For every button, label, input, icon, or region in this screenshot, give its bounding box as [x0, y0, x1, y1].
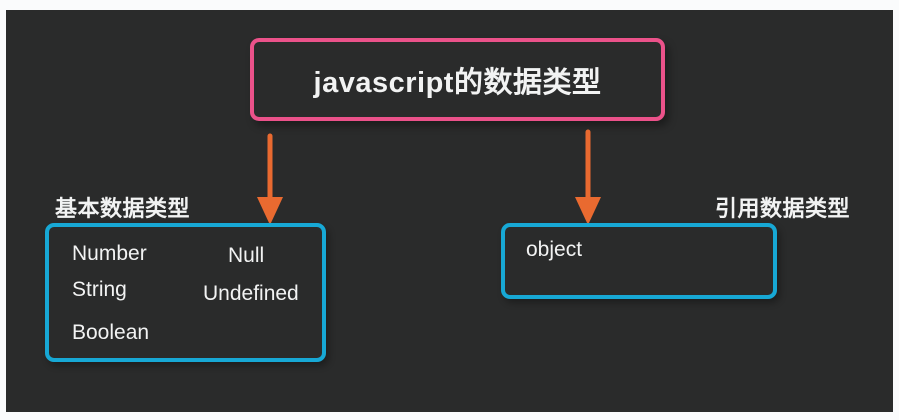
reference-types-box: object: [501, 223, 777, 299]
slide-canvas: [6, 10, 893, 412]
arrow-down-icon: [257, 133, 283, 225]
reference-group-label: 引用数据类型: [714, 196, 850, 221]
title-box: javascript的数据类型: [250, 38, 665, 121]
type-item-string: String: [72, 278, 127, 301]
primitive-group-label: 基本数据类型: [55, 196, 191, 221]
diagram-title: javascript的数据类型: [313, 66, 602, 99]
type-item-boolean: Boolean: [72, 321, 150, 344]
type-item-object: object: [526, 238, 583, 261]
type-item-number: Number: [72, 242, 147, 265]
type-item-undefined: Undefined: [203, 282, 299, 305]
type-item-null: Null: [228, 244, 265, 267]
primitive-types-box: Number String Boolean Null Undefined: [45, 223, 326, 362]
arrow-down-icon: [575, 129, 601, 225]
